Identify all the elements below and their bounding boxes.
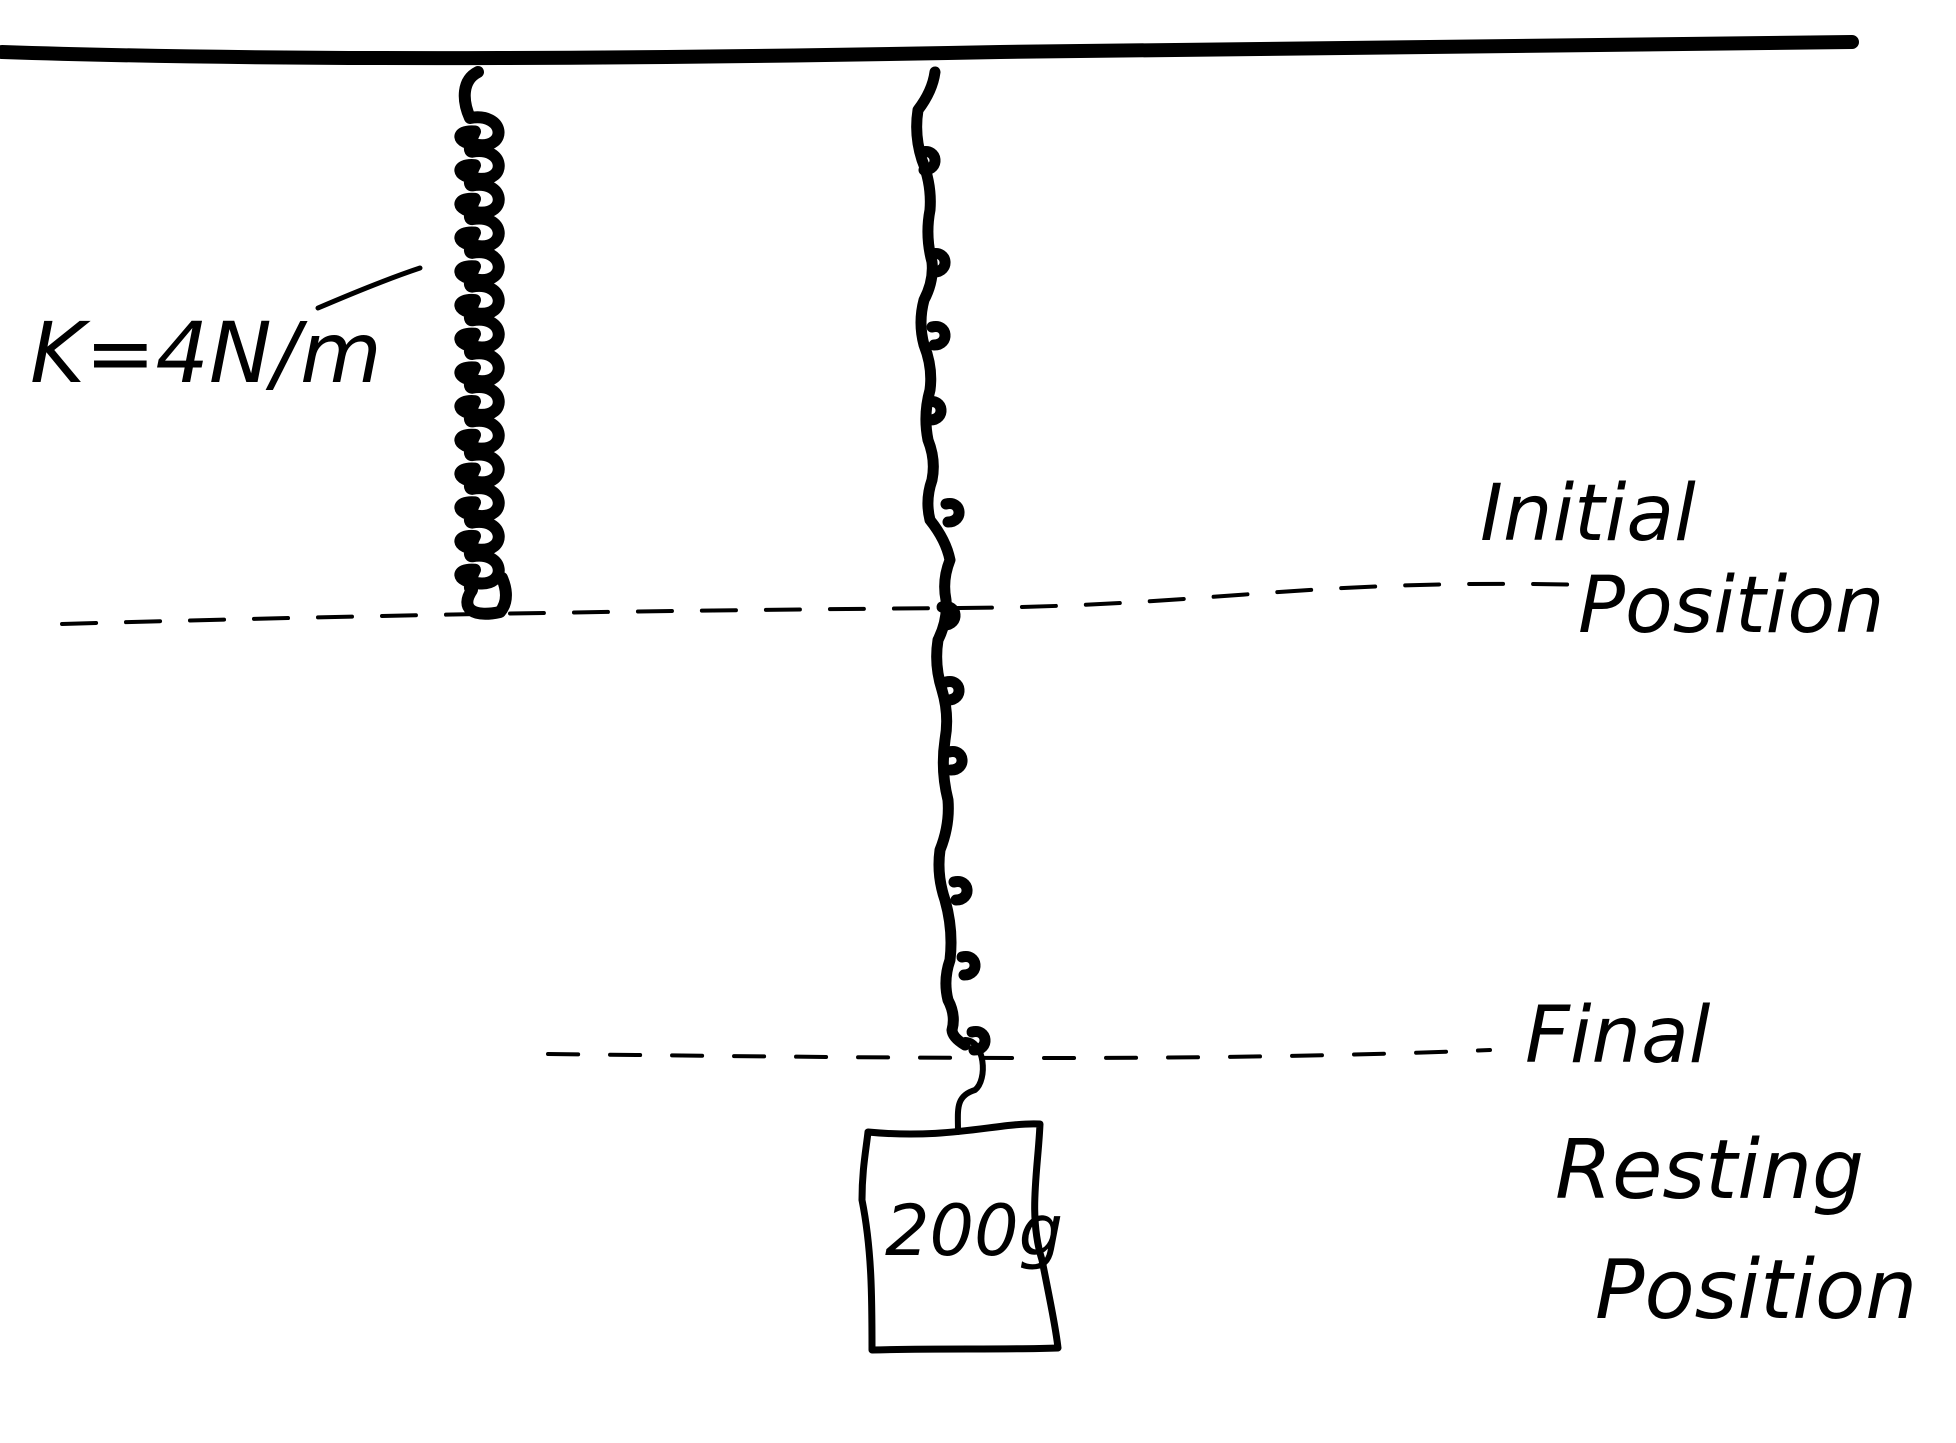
mass-block	[858, 1120, 1062, 1354]
spring-coil-bump	[948, 876, 973, 906]
spring-coil-bump	[926, 248, 951, 278]
mass-label: 200g	[885, 1190, 1063, 1272]
initial-label-line-1: Initial	[1480, 469, 1696, 559]
final-label-line-2: Resting	[1555, 1123, 1864, 1218]
initial-label-line-2: Position	[1578, 561, 1884, 651]
spring-coil-bump	[940, 676, 965, 706]
spring-constant-pointer	[315, 265, 423, 311]
final-position-dashed-line	[546, 1048, 1492, 1060]
spring-coil-bump	[956, 951, 981, 981]
spring-constant-label: K=4N/m	[30, 304, 382, 402]
spring-coil-bump	[916, 146, 941, 176]
final-label-line-1: Final	[1525, 991, 1711, 1081]
stretched-spring	[911, 66, 991, 1056]
spring-coil-bump	[943, 746, 968, 776]
spring-coil-bump	[940, 498, 965, 528]
initial-position-dashed-line	[60, 581, 1592, 626]
spring-coil-bump	[922, 396, 947, 426]
spring-coil-bump	[926, 321, 951, 351]
ceiling-line	[0, 35, 1859, 66]
final-label-line-3: Position	[1595, 1243, 1917, 1338]
spring-coil-bump	[936, 601, 961, 631]
unstretched-spring	[454, 66, 512, 620]
mass-hook	[954, 1037, 986, 1135]
